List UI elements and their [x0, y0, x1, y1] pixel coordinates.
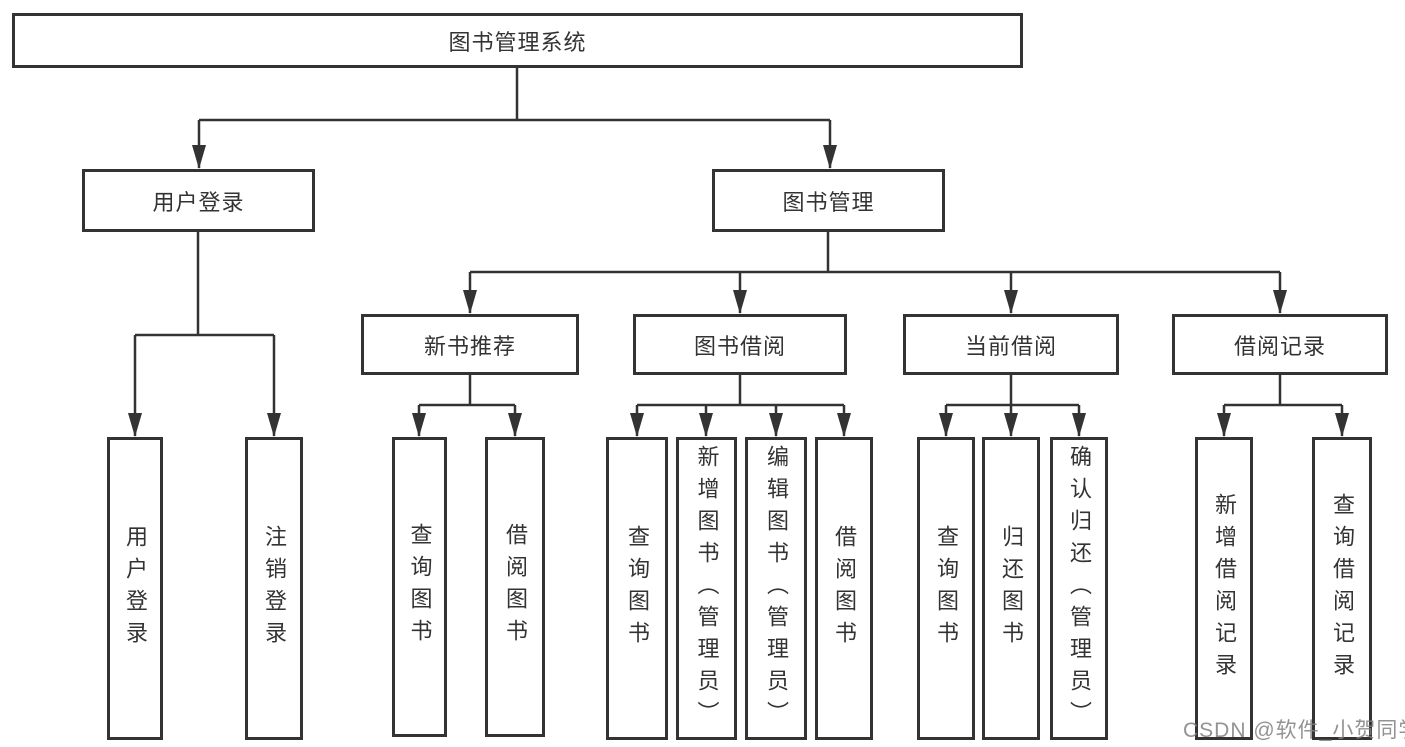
node-user-login: 用户登录 [82, 169, 315, 232]
leaf-bb-edit-books-admin-label: 编辑图书（管理员） [764, 444, 789, 733]
node-book-borrow: 图书借阅 [633, 314, 847, 375]
leaf-user-login-label: 用户登录 [123, 524, 148, 653]
leaf-cb-query-books: 查询图书 [917, 437, 975, 740]
leaf-logout-login: 注销登录 [245, 437, 303, 740]
leaf-bb-add-books-admin-label: 新增图书（管理员） [694, 444, 720, 733]
leaf-nb-borrow-books: 借阅图书 [485, 437, 545, 737]
csdn-watermark: CSDN @软件_小贺同学 [1183, 719, 1405, 742]
leaf-cb-return-books-label: 归还图书 [999, 524, 1024, 653]
leaf-bb-add-books-admin: 新增图书（管理员） [676, 437, 737, 740]
leaf-bb-query-books: 查询图书 [606, 437, 668, 740]
node-new-book-recommend: 新书推荐 [361, 314, 579, 375]
leaf-user-login: 用户登录 [107, 437, 163, 740]
leaf-logout-login-label: 注销登录 [262, 524, 287, 653]
leaf-bb-borrow-books: 借阅图书 [815, 437, 873, 740]
node-current-borrow: 当前借阅 [903, 314, 1119, 375]
leaf-bb-edit-books-admin: 编辑图书（管理员） [745, 437, 807, 740]
leaf-br-query-record: 查询借阅记录 [1312, 437, 1372, 740]
leaf-nb-borrow-books-label: 借阅图书 [503, 523, 528, 651]
leaf-bb-borrow-books-label: 借阅图书 [832, 524, 857, 653]
leaf-nb-query-books-label: 查询图书 [407, 523, 433, 651]
leaf-br-query-record-label: 查询借阅记录 [1330, 492, 1355, 685]
leaf-cb-confirm-return-admin: 确认归还（管理员） [1050, 437, 1108, 740]
node-root-library-system: 图书管理系统 [12, 13, 1023, 68]
leaf-cb-query-books-label: 查询图书 [934, 524, 959, 653]
leaf-nb-query-books: 查询图书 [392, 437, 447, 737]
leaf-bb-query-books-label: 查询图书 [625, 524, 650, 653]
leaf-br-add-record: 新增借阅记录 [1195, 437, 1253, 740]
leaf-cb-return-books: 归还图书 [982, 437, 1040, 740]
leaf-cb-confirm-return-admin-label: 确认归还（管理员） [1067, 444, 1092, 733]
leaf-br-add-record-label: 新增借阅记录 [1212, 492, 1237, 685]
node-borrow-records: 借阅记录 [1172, 314, 1388, 375]
node-book-management: 图书管理 [712, 169, 945, 232]
